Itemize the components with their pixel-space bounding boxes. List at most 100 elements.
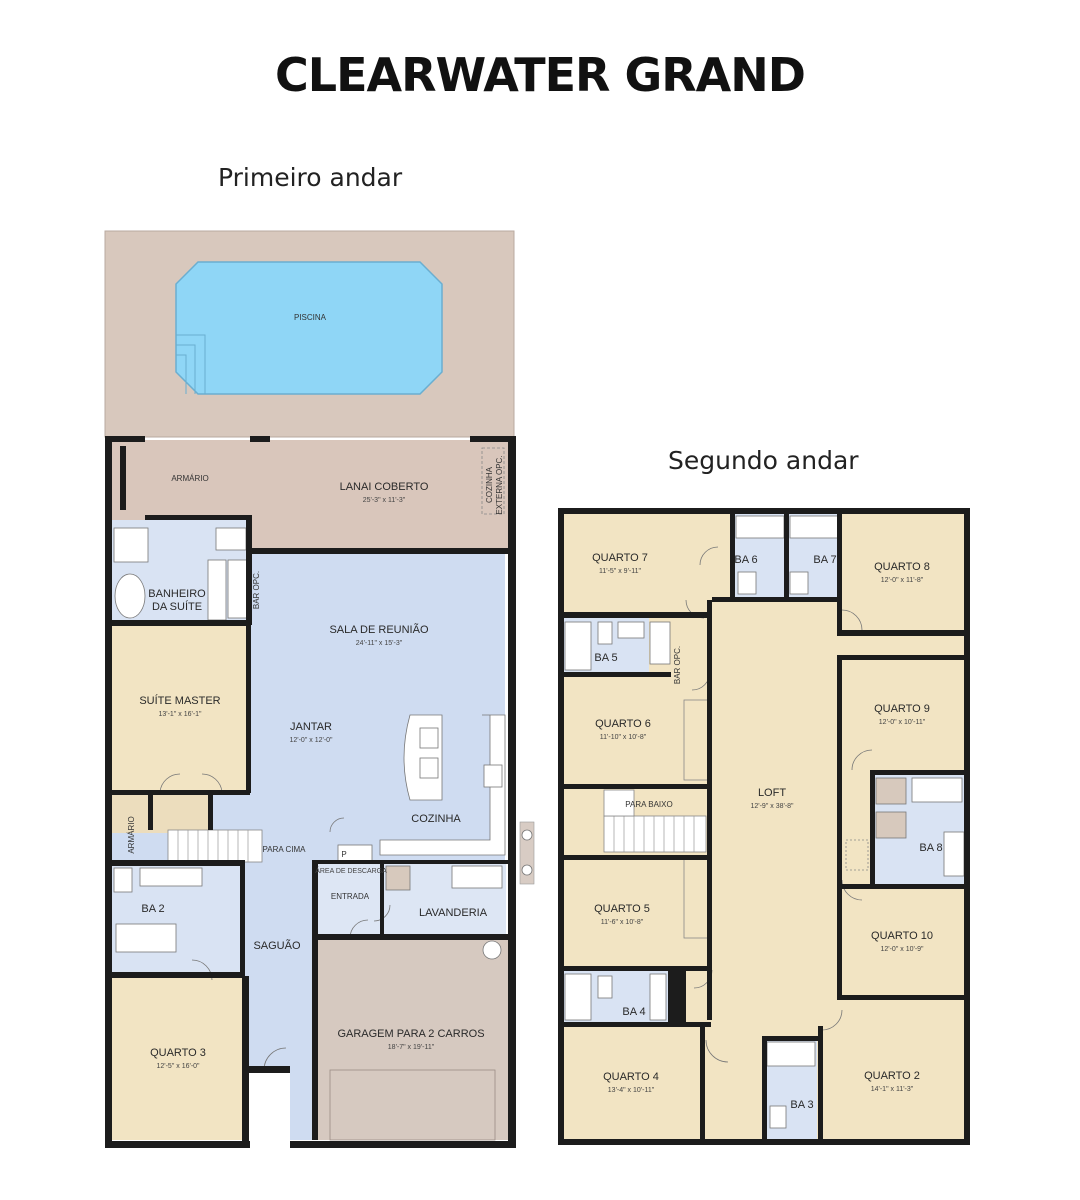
master-bath-line1: BANHEIRO <box>148 588 206 600</box>
water-heater-2 <box>875 811 907 839</box>
master-suite-area <box>112 625 248 793</box>
bath5-toilet <box>597 621 613 645</box>
floor1-bar-label: BAR OPC. <box>252 571 261 609</box>
gathering-dims: 24'-11" x 15'-3" <box>356 640 403 647</box>
master-bath-line2: DA SUÍTE <box>152 600 202 613</box>
pool-steps <box>176 334 206 394</box>
master-suite-dims: 13'-1" x 16'-1" <box>158 711 202 718</box>
closet-top-label: ARMÁRIO <box>171 474 208 483</box>
bedroom5-name: QUARTO 5 <box>594 903 650 915</box>
bedroom8-name: QUARTO 8 <box>874 561 930 573</box>
water-heater <box>385 865 411 891</box>
bedroom2-name: QUARTO 2 <box>864 1070 920 1082</box>
island-sink <box>419 727 439 749</box>
down-stairs-label: PARA BAIXO <box>625 800 672 809</box>
bath2-tub <box>115 923 177 953</box>
bedroom6-name: QUARTO 6 <box>595 718 651 730</box>
bath5-shower <box>564 621 592 671</box>
closet-area <box>112 793 212 833</box>
bedroom10-name: QUARTO 10 <box>871 930 933 942</box>
bath4-toilet <box>597 975 613 999</box>
bath5-label: BA 5 <box>594 652 617 664</box>
gathering-name: SALA DE REUNIÃO <box>329 623 428 636</box>
bedroom7-name: QUARTO 7 <box>592 552 648 564</box>
bath7-label: BA 7 <box>813 554 836 566</box>
bedroom9-dims: 12'-0" x 10'-11" <box>879 719 926 726</box>
bath4-vanity <box>649 973 667 1021</box>
attic-access <box>845 839 869 871</box>
kitchen-counter <box>379 714 506 856</box>
bath2-label: BA 2 <box>141 903 164 915</box>
master-toilet <box>215 527 247 551</box>
loft-name: LOFT <box>758 787 786 799</box>
laundry-machines <box>451 865 503 889</box>
bar-counter <box>227 559 249 619</box>
bath4-shower <box>564 973 592 1021</box>
first-floor-plan: PISCINA <box>104 230 516 1148</box>
stairs-up <box>167 829 263 863</box>
bath8-label: BA 8 <box>919 842 942 854</box>
exterior-steps <box>519 821 535 885</box>
bath2-toilet <box>113 867 133 893</box>
bath7-vanity <box>789 571 809 595</box>
kitchen-label: COZINHA <box>411 813 461 825</box>
pool <box>175 261 443 395</box>
bath5-vanity <box>617 621 645 639</box>
bedroom2-dims: 14'-1" x 11'-3" <box>871 1086 914 1093</box>
up-stairs-label: PARA CIMA <box>263 845 307 854</box>
entry-label: ENTRADA <box>331 892 370 901</box>
pool-label: PISCINA <box>294 313 327 322</box>
laundry-label: LAVANDERIA <box>419 907 488 919</box>
second-floor-walls <box>558 508 970 1145</box>
bath6-shower <box>735 515 785 539</box>
bedroom3-area <box>112 976 242 1140</box>
foyer-label: SAGUÃO <box>253 939 301 952</box>
ac-closet <box>875 777 907 805</box>
floor2-bar-label: BAR OPC. <box>673 646 682 684</box>
closet-side-label: ARMÁRIO <box>127 816 136 853</box>
garage-area <box>316 938 508 1140</box>
dining-dims: 12'-0" x 12'-0" <box>289 737 333 744</box>
living-area <box>112 553 505 1140</box>
bedroom4-dims: 13'-4" x 10'-11" <box>608 1087 655 1094</box>
bedroom6-dims: 11'-10" x 10'-8" <box>600 734 647 741</box>
first-floor-walls <box>105 436 516 1148</box>
drop-zone-label: ÁREA DE DESCARGA <box>315 866 387 875</box>
bath4-label: BA 4 <box>622 1006 645 1018</box>
bath3-label: BA 3 <box>790 1099 813 1111</box>
second-floor-plan: QUARTO 7 11'-5" x 9'-11" BA 6 BA 7 QUART… <box>558 508 970 1145</box>
bath7-shower <box>789 515 839 539</box>
bedroom10-dims: 12'-0" x 10'-9" <box>880 946 924 953</box>
garage-door <box>329 1069 496 1141</box>
dining-name: JANTAR <box>290 721 332 733</box>
floor2-bar-counter <box>649 621 671 665</box>
bedroom3-dims: 12'-5" x 16'-0" <box>156 1063 200 1070</box>
bath3-shower <box>766 1041 816 1067</box>
bath8-vanity <box>943 831 965 877</box>
range <box>483 764 503 788</box>
bedroom9-name: QUARTO 9 <box>874 703 930 715</box>
outdoor-kitchen-line2: EXTERNA OPC. <box>495 455 504 514</box>
loft-dims: 12'-9" x 38'-8" <box>750 803 794 810</box>
second-floor-label: Segundo andar <box>668 446 859 475</box>
bedroom7-dims: 11'-5" x 9'-11" <box>599 568 642 575</box>
master-suite-name: SUÍTE MASTER <box>139 694 220 707</box>
pantry-label: P <box>341 850 346 859</box>
outdoor-kitchen-line1: COZINHA <box>485 466 494 503</box>
bedroom3-name: QUARTO 3 <box>150 1047 206 1059</box>
bedroom5-dims: 11'-6" x 10'-8" <box>601 919 644 926</box>
master-shower <box>113 527 149 563</box>
master-vanity <box>207 559 227 621</box>
garage-water-heater <box>482 940 502 960</box>
garage-name: GARAGEM PARA 2 CARROS <box>337 1028 484 1040</box>
bedroom8-dims: 12'-0" x 11'-8" <box>881 577 924 584</box>
bath8-shower <box>911 777 963 803</box>
lanai-name: LANAI COBERTO <box>340 481 429 493</box>
island-dishwasher <box>419 757 439 779</box>
bath6-vanity <box>737 571 757 595</box>
master-tub <box>114 573 146 619</box>
first-floor-label: Primeiro andar <box>218 163 403 192</box>
plan-title: CLEARWATER GRAND <box>275 48 806 102</box>
outdoor-kitchen-outline <box>481 447 505 515</box>
